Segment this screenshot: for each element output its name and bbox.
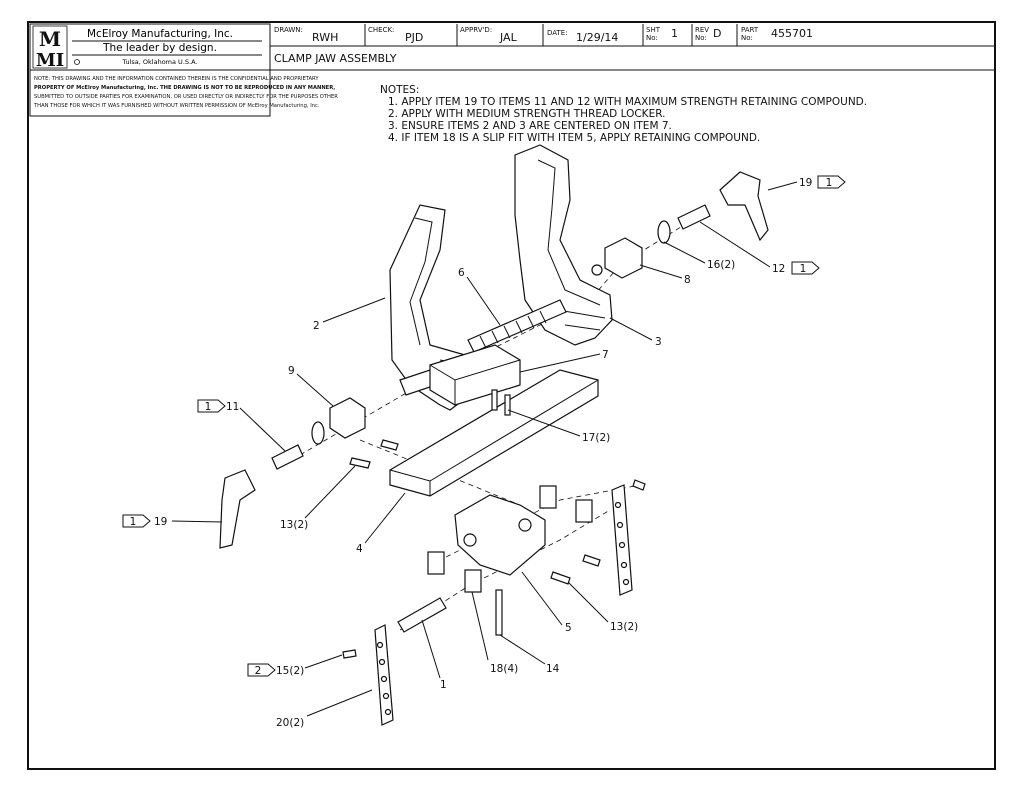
company-tagline: The leader by design. <box>102 42 217 54</box>
flag-11: 1 <box>205 401 212 413</box>
hex-nut-item-9 <box>329 397 366 439</box>
title-block: M MI McElroy Manufacturing, Inc. The lea… <box>29 23 994 117</box>
rev-label-1: REV <box>695 26 709 34</box>
callout-7: 7 <box>602 349 609 361</box>
drawn-value: RWH <box>312 31 338 44</box>
jaw-right-item-3 <box>514 144 613 346</box>
callout-2: 2 <box>313 320 320 332</box>
handle-item-19-top <box>719 171 769 242</box>
notes-block: NOTES: 1. APPLY ITEM 19 TO ITEMS 11 AND … <box>380 84 867 144</box>
check-label: CHECK: <box>368 26 394 34</box>
rev-value: D <box>713 27 721 40</box>
callout-8: 8 <box>684 274 691 286</box>
assembly-drawing <box>219 144 769 726</box>
note-item-2: 2. APPLY WITH MEDIUM STRENGTH THREAD LOC… <box>388 108 665 120</box>
notes-heading: NOTES: <box>380 84 419 96</box>
screw-item-13-c <box>582 554 601 567</box>
part-label-2: No: <box>741 34 753 42</box>
approved-value: JAL <box>499 31 518 44</box>
date-value: 1/29/14 <box>576 31 618 44</box>
link-bar-item-20-right <box>611 484 633 596</box>
callout-16: 16(2) <box>707 259 735 271</box>
shaft-item-1 <box>397 597 447 633</box>
note-item-4: 4. IF ITEM 18 IS A SLIP FIT WITH ITEM 5,… <box>388 132 760 144</box>
callout-17: 17(2) <box>582 432 610 444</box>
callout-5: 5 <box>565 622 572 634</box>
screw-item-13-d <box>550 571 571 585</box>
sheet-label-2: No: <box>646 34 658 42</box>
carrier-item-5 <box>454 494 546 576</box>
note-item-3: 3. ENSURE ITEMS 2 AND 3 ARE CENTERED ON … <box>388 120 672 132</box>
bushing-item-18-d <box>575 499 593 523</box>
callout-13-right: 13(2) <box>610 621 638 633</box>
retaining-ring-item-16-left <box>311 421 325 445</box>
check-value: PJD <box>405 31 423 44</box>
callout-15: 15(2) <box>276 665 304 677</box>
confidential-line-3: SUBMITTED TO OUTSIDE PARTIES FOR EXAMINA… <box>34 94 338 100</box>
flag-19-top: 1 <box>826 177 833 189</box>
pin-item-17-b <box>504 394 511 416</box>
drawn-label: DRAWN: <box>274 26 303 34</box>
rev-label-2: No: <box>695 34 707 42</box>
company-name: McElroy Manufacturing, Inc. <box>87 28 233 40</box>
svg-text:MI: MI <box>36 50 64 71</box>
handle-item-19-left <box>219 469 256 549</box>
base-plate-item-4 <box>389 369 599 497</box>
confidential-line-4: THAN THOSE FOR WHICH IT WAS FURNISHED WI… <box>33 103 320 109</box>
screw-item-15-right <box>632 479 646 491</box>
confidential-line-2: PROPERTY OF McElroy Manufacturing, Inc. … <box>34 85 335 91</box>
screw-item-15-left <box>342 649 357 659</box>
approved-label: APPRV'D: <box>460 26 492 34</box>
screw-item-13-b <box>380 439 399 451</box>
callout-1: 1 <box>440 679 447 691</box>
svg-text:M: M <box>39 27 61 51</box>
sheet-label-1: SHT <box>646 26 661 34</box>
part-number: 455701 <box>771 27 813 40</box>
bolt-item-14 <box>495 589 503 636</box>
callout-19-top: 19 <box>799 177 812 189</box>
sheet-border <box>27 21 996 770</box>
callout-13-left: 13(2) <box>280 519 308 531</box>
flag-19-left: 1 <box>130 516 137 528</box>
company-location: Tulsa, Oklahoma U.S.A. <box>122 58 198 66</box>
callout-9: 9 <box>288 365 295 377</box>
callout-20: 20(2) <box>276 717 304 729</box>
pin-item-17-a <box>491 389 498 411</box>
callout-3: 3 <box>655 336 662 348</box>
pin-item-11 <box>271 444 304 470</box>
callout-18: 18(4) <box>490 663 518 675</box>
note-item-1: 1. APPLY ITEM 19 TO ITEMS 11 AND 12 WITH… <box>388 96 867 108</box>
link-bar-item-20-left <box>374 624 394 726</box>
sheet-value: 1 <box>671 27 678 40</box>
drawing-title: CLAMP JAW ASSEMBLY <box>274 52 397 65</box>
bushing-item-18-b <box>464 569 482 593</box>
bushing-item-18-a <box>427 551 445 575</box>
company-logo: M MI <box>32 25 68 71</box>
callout-11: 11 <box>226 401 239 413</box>
date-label: DATE: <box>547 29 568 37</box>
callout-12: 12 <box>772 263 785 275</box>
pin-item-12 <box>677 204 711 230</box>
bushing-item-18-c <box>539 485 557 509</box>
screw-item-13-a <box>349 457 371 469</box>
flag-12: 1 <box>800 263 807 275</box>
part-label-1: PART <box>741 26 759 34</box>
callout-4: 4 <box>356 543 363 555</box>
callout-19-left: 19 <box>154 516 167 528</box>
registered-mark-icon <box>74 59 80 65</box>
callouts: 19 1 12 1 16(2) 8 6 2 3 7 9 1 11 <box>122 175 846 729</box>
confidential-line-1: NOTE: THIS DRAWING AND THE INFORMATION C… <box>34 76 319 82</box>
callout-6: 6 <box>458 267 465 279</box>
callout-14: 14 <box>546 663 560 675</box>
flag-15: 2 <box>255 665 262 677</box>
hex-nut-item-8 <box>604 237 643 279</box>
retaining-ring-item-16-right <box>657 220 671 244</box>
